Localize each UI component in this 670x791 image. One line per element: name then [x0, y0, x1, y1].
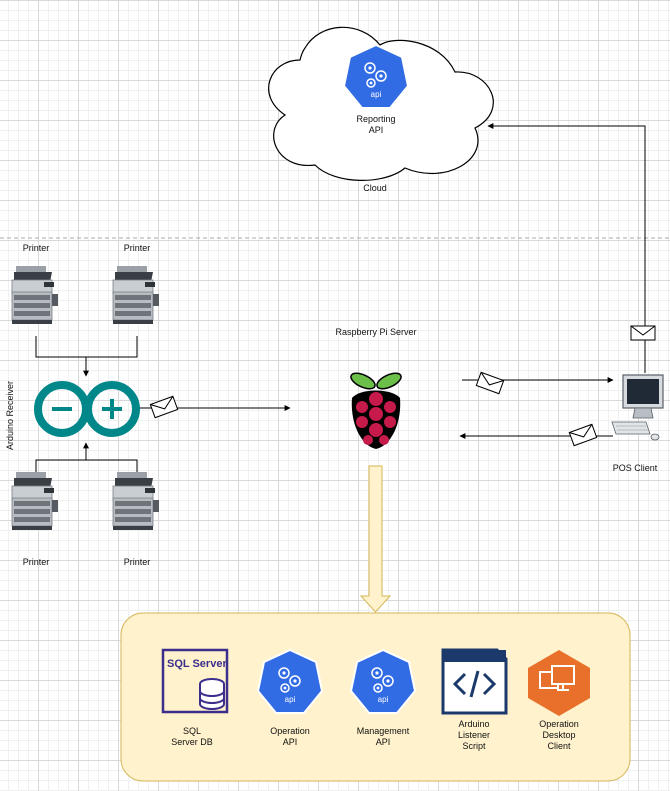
printer-label: Printer: [123, 557, 151, 567]
printer-label: Printer: [22, 243, 50, 253]
printer-bus-bottom: [35, 442, 138, 478]
arduino-logo-icon: [34, 381, 140, 437]
pos-client-label: POS Client: [612, 463, 658, 473]
printer-icon: [11, 471, 59, 531]
printer-icon: [11, 265, 59, 325]
envelope-icon: [149, 395, 179, 419]
raspberry-pi-server-label: Raspberry Pi Server: [335, 327, 417, 337]
envelope-icon: [568, 423, 598, 447]
api-icon-text: api: [284, 695, 296, 704]
pos-to-cloud-arrow: [487, 123, 646, 373]
arduino-receiver-label: Arduino Receiver: [5, 380, 15, 450]
svg-text:SQL Server: SQL Server: [167, 658, 227, 670]
printer-icon: [112, 265, 160, 325]
envelope-icon: [475, 371, 505, 395]
envelope-icon: [630, 325, 656, 341]
api-icon-text: api: [377, 695, 389, 704]
operation-api-label: Operation API: [270, 726, 310, 747]
printer-icon: [112, 471, 160, 531]
pos-computer-icon: [611, 374, 664, 441]
sql-server-icon: SQL Server: [161, 648, 229, 714]
server-to-components-arrow: [359, 465, 392, 613]
cloud-label: Cloud: [363, 183, 387, 193]
operation-desktop-client-label: Operation Desktop Client: [539, 719, 579, 751]
desktop-client-icon: [528, 650, 590, 716]
api-icon-text: api: [370, 90, 382, 99]
reporting-api-label: Reporting API: [356, 114, 396, 135]
code-script-icon: [441, 648, 508, 715]
arduino-listener-script-label: Arduino Listener Script: [457, 719, 491, 751]
raspberry-pi-icon: [350, 372, 402, 449]
management-api-label: Management API: [356, 726, 410, 747]
printer-bus-top: [35, 336, 138, 377]
sql-server-db-label: SQL Server DB: [171, 726, 213, 747]
printer-label: Printer: [22, 557, 50, 567]
printer-label: Printer: [123, 243, 151, 253]
